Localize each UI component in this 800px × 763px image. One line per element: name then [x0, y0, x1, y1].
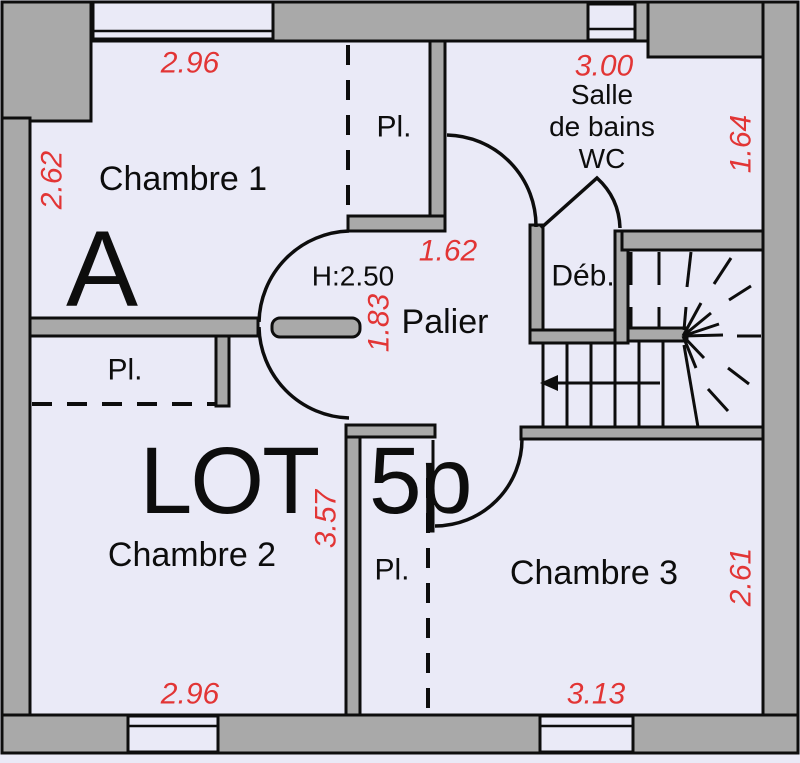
room-label-chambre2: Chambre 2	[107, 536, 277, 575]
dimension-chambre1-height: 2.62	[35, 150, 69, 210]
wall-closet-top-bottom	[346, 214, 447, 233]
stairs-direction-arrow	[540, 375, 660, 391]
dimension-palier-depth: 1.83	[362, 293, 396, 353]
room-label-chambre1: Chambre 1	[98, 160, 268, 199]
wall-chambre1-closet	[28, 316, 260, 338]
window-chambre3	[538, 714, 635, 754]
dimension-chambre2-height: 3.57	[309, 489, 343, 549]
wall-debarras-left	[528, 223, 545, 345]
room-label-chambre3: Chambre 3	[509, 554, 679, 593]
door-arc-chambre3	[434, 438, 524, 528]
dimension-chambre1-width: 2.96	[160, 46, 220, 80]
closet-label-top: Pl.	[376, 110, 412, 144]
staircase	[540, 251, 761, 428]
room-label-palier: Palier	[401, 303, 489, 342]
window-bathroom	[586, 2, 637, 42]
dimension-chambre2-width: 2.96	[160, 677, 220, 711]
dimension-chambre3-width: 3.13	[566, 677, 626, 711]
wall-stairs-top	[620, 229, 765, 252]
room-label-bathroom-line3: WC	[578, 143, 626, 174]
winder-treads	[681, 257, 761, 413]
dimension-palier-width: 1.62	[418, 234, 478, 268]
dimension-bathroom-width: 3.00	[574, 49, 634, 83]
ceiling-height-note: H:2.50	[311, 260, 395, 292]
wall-palier-stub	[270, 316, 362, 339]
wall-closet-left-side	[214, 334, 231, 408]
wall-stairs-bottom	[519, 425, 765, 441]
lot-label: LOT 5p	[139, 428, 472, 535]
closet-label-left: Pl.	[107, 353, 143, 387]
window-chambre1	[91, 0, 275, 41]
door-arc-bathroom	[446, 133, 538, 228]
closet-label-bottom: Pl.	[374, 553, 410, 587]
wall-bathroom-left	[428, 39, 447, 229]
room-label-bathroom-line1: Salle	[570, 79, 634, 110]
dimension-bathroom-height: 1.64	[724, 114, 758, 174]
wall-debarras-bottom	[528, 328, 630, 345]
door-arc-chambre2	[257, 326, 350, 420]
windows	[91, 0, 637, 754]
interior-walls	[28, 39, 765, 717]
closet-dashed-lines	[32, 45, 430, 713]
wall-stairs-winder-stub	[626, 326, 689, 343]
door-arc-chambre1	[257, 229, 350, 323]
wall-chambre2-corridor	[344, 435, 362, 717]
doors	[257, 133, 622, 528]
room-label-bathroom-line2: de bains	[549, 111, 655, 142]
room-label-debarras: Déb.	[551, 259, 615, 293]
wall-corridor-cap	[344, 423, 437, 439]
window-chambre2	[126, 714, 220, 754]
door-leaf-debarras	[539, 175, 622, 230]
dimension-chambre3-height: 2.61	[724, 547, 758, 607]
unit-letter: A	[65, 207, 139, 329]
